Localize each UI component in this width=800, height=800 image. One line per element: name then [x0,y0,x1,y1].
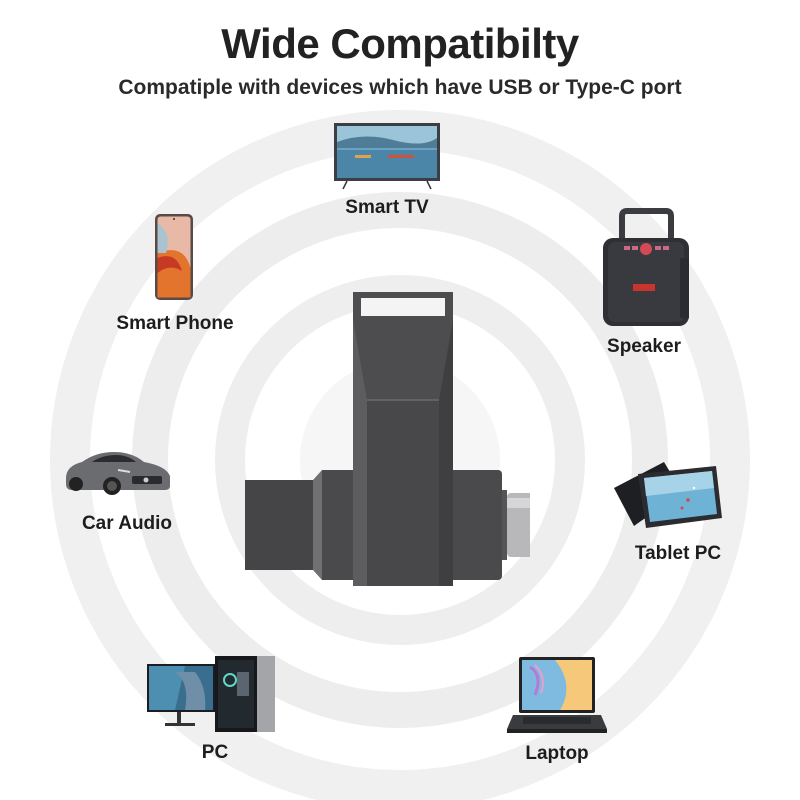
laptop-icon [507,657,607,733]
device-label: Smart Phone [116,313,234,334]
device-label: Laptop [525,743,589,764]
phone-icon [155,214,193,300]
tv-icon [334,123,440,190]
device-label: Speaker [607,336,681,357]
usb-drive-icon [245,292,530,586]
device-label: Tablet PC [634,543,722,564]
device-label: PC [201,742,229,763]
desktop-pc-icon [147,656,275,732]
page-title: Wide Compatibilty [221,20,579,67]
car-icon [66,452,170,495]
page-subtitle: Compatiple with devices which have USB o… [118,76,682,99]
device-label: Car Audio [81,513,173,534]
speaker-icon [603,208,689,326]
device-label: Smart TV [345,197,429,218]
tablet-icon [614,462,722,528]
